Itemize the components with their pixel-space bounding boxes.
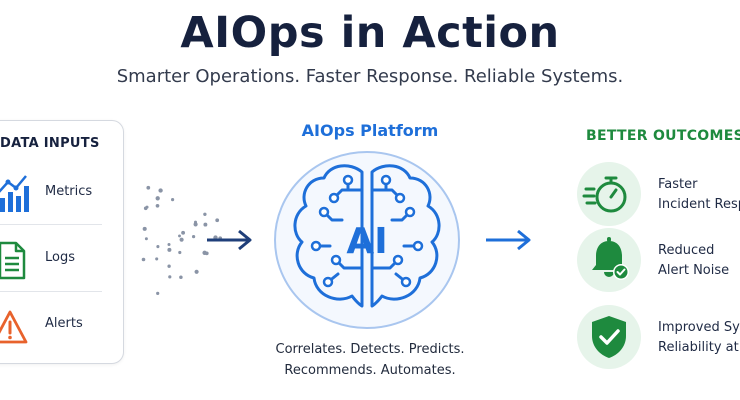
- input-label-logs: Logs: [45, 250, 75, 265]
- platform-caption: Correlates. Detects. Predicts. Recommend…: [240, 339, 500, 381]
- outcome-line: Reliability at S: [658, 340, 740, 355]
- ai-brain-icon: AI: [274, 151, 460, 329]
- outcome-text: Reduced Alert Noise: [658, 241, 729, 281]
- data-particle: [167, 242, 171, 247]
- data-particle: [179, 275, 183, 280]
- data-particle: [202, 250, 207, 255]
- warning-icon: [0, 310, 28, 344]
- outcome-line: Alert Noise: [658, 263, 730, 278]
- outcome-line: Reduced: [658, 243, 715, 258]
- data-particle: [178, 234, 181, 238]
- data-particle: [156, 291, 160, 295]
- data-particle: [142, 226, 147, 231]
- data-particle: [203, 222, 208, 227]
- data-particle: [158, 188, 163, 193]
- data-particle: [215, 218, 220, 223]
- input-metrics: Metrics: [0, 170, 110, 218]
- data-particle: [144, 237, 148, 241]
- data-inputs-title: DATA INPUTS: [0, 136, 100, 151]
- page-subtitle: Smarter Operations. Faster Response. Rel…: [116, 66, 624, 87]
- outcome-line: Improved Syst: [658, 320, 740, 335]
- divider: [0, 224, 102, 225]
- data-particle: [194, 269, 199, 274]
- data-particle: [167, 264, 171, 268]
- bell-check-icon: [577, 228, 641, 292]
- data-particle: [203, 212, 207, 216]
- data-inputs-card: [0, 120, 124, 364]
- input-label-alerts: Alerts: [45, 316, 83, 331]
- data-particle: [167, 247, 172, 252]
- input-logs: Logs: [0, 236, 110, 284]
- brain-label: AI: [346, 221, 387, 262]
- data-particle: [191, 234, 196, 239]
- outcome-text: Faster Incident Resp: [658, 175, 740, 215]
- data-particles: [141, 185, 223, 295]
- divider: [0, 291, 102, 292]
- outcome-improved-reliability: Improved Syst Reliability at S: [576, 304, 740, 370]
- data-particle: [181, 230, 186, 235]
- data-particle: [141, 257, 146, 262]
- data-particle: [178, 250, 182, 255]
- data-particle: [156, 245, 160, 249]
- input-alerts: Alerts: [0, 302, 110, 350]
- data-particle: [155, 257, 159, 261]
- input-label-metrics: Metrics: [45, 184, 93, 199]
- outcome-line: Faster: [658, 177, 698, 192]
- data-particle: [179, 237, 184, 242]
- platform-title: AIOps Platform: [301, 121, 439, 140]
- outcome-line: Incident Resp: [658, 197, 740, 212]
- outcome-text: Improved Syst Reliability at S: [658, 318, 740, 358]
- platform-caption-line2: Recommends. Automates.: [284, 363, 456, 378]
- stopwatch-icon: [577, 162, 641, 226]
- data-particle: [193, 222, 198, 227]
- data-particle: [145, 205, 149, 209]
- shield-check-icon: [577, 305, 641, 369]
- data-particle: [168, 275, 172, 279]
- page-title: AIOps in Action: [180, 8, 560, 58]
- data-particle: [155, 203, 160, 208]
- data-particle: [171, 198, 175, 202]
- data-particle: [146, 185, 151, 190]
- bar-chart-icon: [0, 175, 29, 212]
- outcome-reduced-noise: Reduced Alert Noise: [576, 227, 740, 293]
- outcomes-title: BETTER OUTCOMES: [586, 128, 740, 144]
- arrow-right-icon: [207, 229, 252, 251]
- outcome-faster-response: Faster Incident Resp: [576, 161, 740, 227]
- arrow-right-icon: [486, 229, 531, 251]
- data-particle: [155, 196, 160, 201]
- platform-caption-line1: Correlates. Detects. Predicts.: [275, 342, 465, 357]
- document-icon: [0, 241, 26, 280]
